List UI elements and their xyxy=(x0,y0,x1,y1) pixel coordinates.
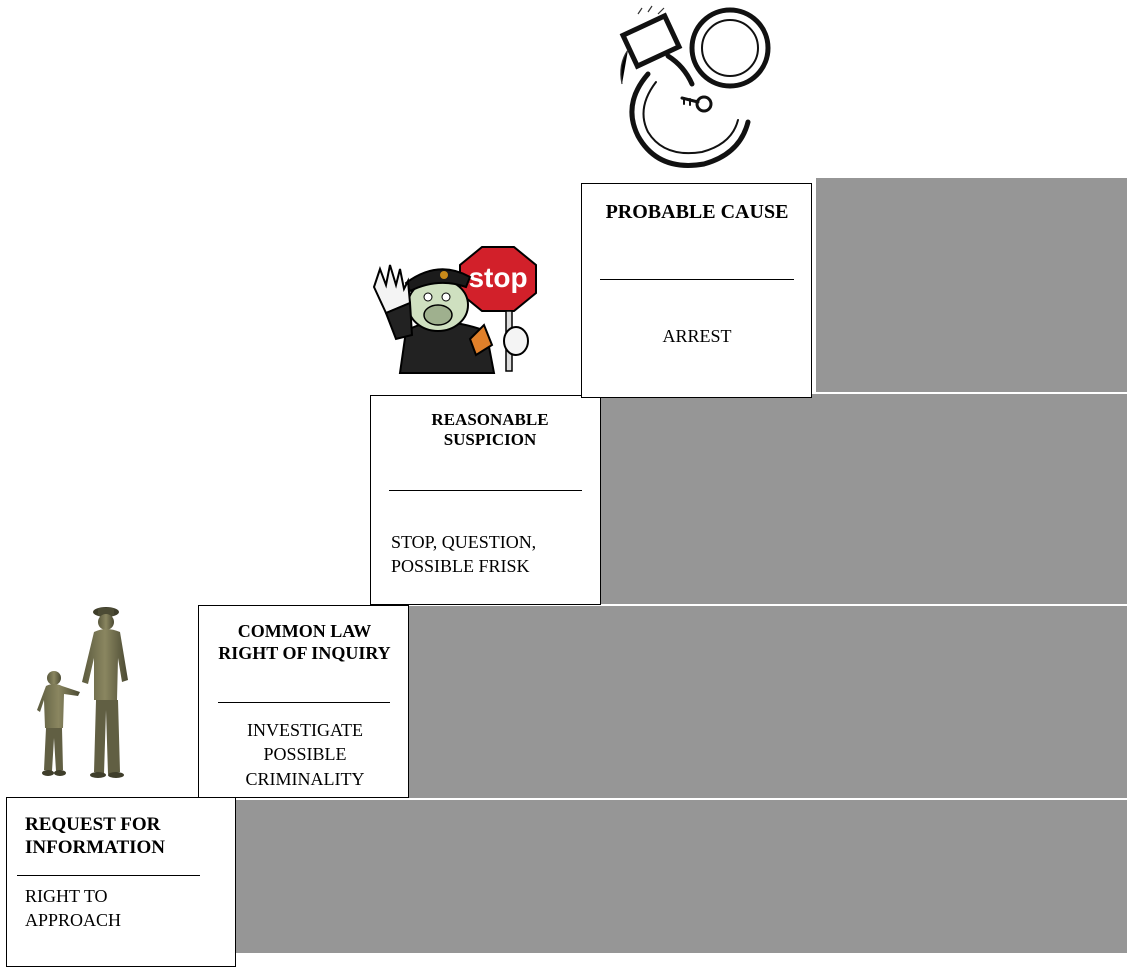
step-divider xyxy=(218,702,390,703)
handcuffs-drawing-illustration xyxy=(619,5,771,168)
police-officer-with-child-statue-illustration xyxy=(37,607,128,778)
step-divider xyxy=(389,490,582,491)
stair-block-1 xyxy=(236,800,1127,953)
step-title: REQUEST FOR INFORMATION xyxy=(25,814,166,858)
step-action: RIGHT TO APPROACH xyxy=(25,886,122,931)
cartoon-officer-with-stop-sign-illustration: stop xyxy=(372,246,537,374)
step-divider xyxy=(17,875,200,876)
step-title: PROBABLE CAUSE xyxy=(605,201,789,223)
step-action: ARREST xyxy=(662,326,732,346)
step-divider xyxy=(600,279,794,280)
step-action: INVESTIGATE POSSIBLE CRIMINALITY xyxy=(245,720,365,789)
stair-block-4 xyxy=(816,178,1127,392)
step-title: COMMON LAW RIGHT OF INQUIRY xyxy=(218,621,391,663)
step-reasonable-suspicion: REASONABLE SUSPICION STOP, QUESTION, POS… xyxy=(370,395,601,605)
stair-block-3 xyxy=(600,394,1127,604)
stop-sign-text: stop xyxy=(468,262,527,293)
step-common-law-right-of-inquiry: COMMON LAW RIGHT OF INQUIRY INVESTIGATE … xyxy=(198,605,409,798)
stair-block-2 xyxy=(409,606,1127,798)
step-action: STOP, QUESTION, POSSIBLE FRISK xyxy=(391,532,537,577)
step-probable-cause: PROBABLE CAUSE ARREST xyxy=(581,183,812,398)
step-request-for-information: REQUEST FOR INFORMATION RIGHT TO APPROAC… xyxy=(6,797,236,967)
step-title: REASONABLE SUSPICION xyxy=(431,410,549,450)
